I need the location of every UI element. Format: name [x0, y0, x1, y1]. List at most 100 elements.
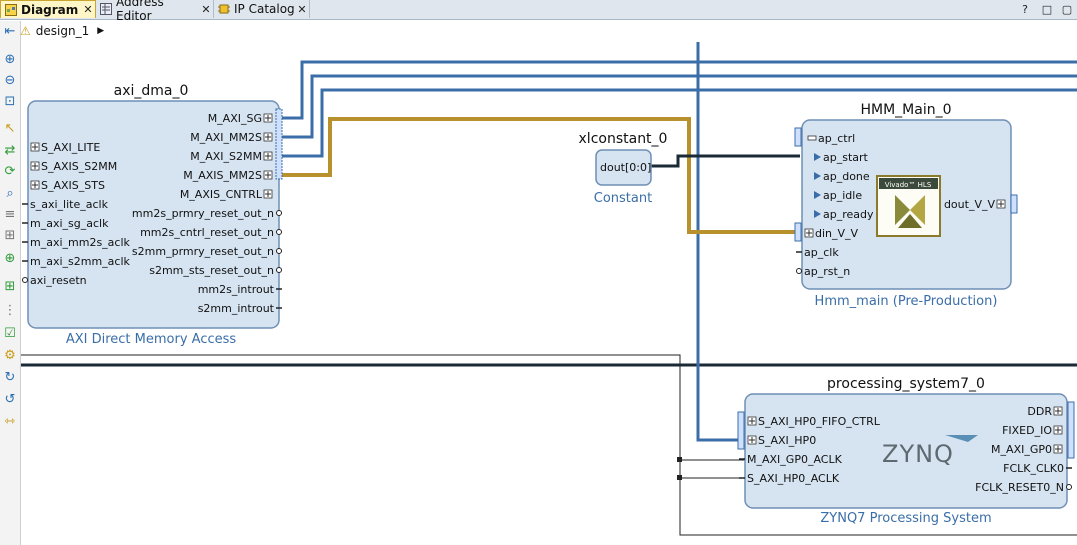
port-m-axi-mm2s[interactable]: M_AXI_MM2S: [190, 131, 273, 144]
vivado-hls-logo: Vivado™ HLS: [876, 175, 941, 237]
port-m-axi-s2mm-aclk[interactable]: m_axi_s2mm_aclk: [22, 255, 131, 268]
port-s-axi-hp0-fifo-ctrl[interactable]: S_AXI_HP0_FIFO_CTRL: [747, 415, 881, 428]
expand-port-icon[interactable]: [263, 132, 273, 142]
expand-port-icon[interactable]: [263, 170, 273, 180]
close-icon[interactable]: ✕: [297, 2, 307, 16]
port-ap-rst-n[interactable]: ap_rst_n: [796, 265, 850, 278]
port-s2mm-introut[interactable]: s2mm_introut: [198, 302, 282, 315]
tab-diagram[interactable]: Diagram ✕: [0, 0, 96, 18]
interface-icon[interactable]: ⇿: [4, 414, 16, 429]
port-s-axi-hp0[interactable]: S_AXI_HP0: [747, 434, 816, 447]
block-processing-system7[interactable]: processing_system7_0 ZYNQ ZYNQ7 Processi…: [737, 376, 1075, 526]
tab-label: IP Catalog: [234, 2, 295, 16]
zoom-in-icon[interactable]: ⊕: [4, 52, 16, 67]
port-ap-idle[interactable]: ap_idle: [814, 189, 862, 202]
help-button[interactable]: ?: [1022, 2, 1028, 16]
port-mm2s-introut[interactable]: mm2s_introut: [198, 283, 282, 296]
port-s-axis-s2mm[interactable]: S_AXIS_S2MM: [30, 160, 117, 173]
port-label: s_axi_lite_aclk: [30, 198, 109, 211]
port-label: mm2s_introut: [198, 283, 275, 296]
expand-port-icon[interactable]: [30, 142, 40, 152]
expand-port-icon[interactable]: [1053, 425, 1063, 435]
expand-port-icon[interactable]: [747, 416, 757, 426]
tab-address-editor[interactable]: Address Editor ✕: [96, 0, 214, 23]
expand-port-icon[interactable]: [1053, 444, 1063, 454]
port-label: ap_clk: [804, 246, 839, 259]
port-label: M_AXI_S2MM: [190, 150, 262, 163]
expand-port-icon[interactable]: [1053, 406, 1063, 416]
port-m-axis-cntrl[interactable]: M_AXIS_CNTRL: [180, 188, 273, 201]
port-fclk-reset0-n[interactable]: FCLK_RESET0_N: [975, 481, 1072, 494]
tab-ip-catalog[interactable]: IP Catalog ✕: [214, 0, 310, 18]
port-icon[interactable]: ⋮: [3, 303, 17, 318]
port-label: S_AXI_HP0: [758, 434, 816, 447]
zoom-fit-icon[interactable]: ⊡: [4, 94, 16, 109]
maximize-button[interactable]: ▢: [1061, 2, 1073, 16]
port-label: FCLK_RESET0_N: [975, 481, 1064, 494]
zoom-out-icon[interactable]: ⊖: [4, 73, 16, 88]
expand-port-icon[interactable]: [804, 228, 814, 238]
port-fclk-clk0[interactable]: FCLK_CLK0: [1003, 462, 1072, 475]
regenerate-layout-icon[interactable]: ⟳: [4, 164, 16, 179]
port-s2mm-sts-reset-out-n[interactable]: s2mm_sts_reset_out_n: [149, 264, 282, 277]
port-mm2s-cntrl-reset-out-n[interactable]: mm2s_cntrl_reset_out_n: [140, 226, 282, 239]
port-axi-resetn[interactable]: axi_resetn: [22, 274, 87, 287]
validate-icon[interactable]: ☑: [4, 326, 16, 341]
block-axi-dma[interactable]: axi_dma_0 AXI Direct Memory Access: [27, 83, 283, 347]
diagram-icon: [5, 3, 17, 16]
port-m-axi-sg-aclk[interactable]: m_axi_sg_aclk: [22, 217, 109, 230]
port-ap-start[interactable]: ap_start: [814, 151, 869, 164]
port-m-axi-sg[interactable]: M_AXI_SG: [208, 112, 273, 125]
port-label: M_AXIS_MM2S: [183, 169, 262, 182]
port-s-axis-sts[interactable]: S_AXIS_STS: [30, 179, 105, 192]
block-hmm-main[interactable]: HMM_Main_0 Vivado™ HLS Hmm_main (Pre-Pro…: [794, 102, 1018, 309]
settings-icon[interactable]: ⚙: [4, 348, 16, 363]
search-icon[interactable]: ⌕: [6, 186, 14, 201]
breadcrumb[interactable]: ⚠ design_1 ▶: [20, 20, 104, 42]
port-m-axi-gp0-aclk[interactable]: M_AXI_GP0_ACLK: [739, 453, 843, 466]
port-ap-done[interactable]: ap_done: [814, 170, 870, 183]
port-m-axi-mm2s-aclk[interactable]: m_axi_mm2s_aclk: [22, 236, 131, 249]
expand-port-icon[interactable]: [263, 151, 273, 161]
port-ap-ready[interactable]: ap_ready: [814, 208, 874, 221]
expand-port-icon[interactable]: [263, 189, 273, 199]
port-din-v-v[interactable]: din_V_V: [804, 227, 859, 240]
auto-connect-icon[interactable]: ⇄: [4, 143, 16, 158]
port-mm2s-prmry-reset-out-n[interactable]: mm2s_prmry_reset_out_n: [132, 207, 282, 220]
pointer-icon[interactable]: ⇤: [4, 24, 16, 39]
port-m-axis-mm2s[interactable]: M_AXIS_MM2S: [183, 169, 273, 182]
port-ap-ctrl[interactable]: ap_ctrl: [807, 132, 855, 145]
expand-port-icon[interactable]: [263, 113, 273, 123]
port-label: S_AXIS_S2MM: [41, 160, 117, 173]
port-ddr[interactable]: DDR: [1027, 405, 1063, 418]
select-icon[interactable]: ↖: [4, 121, 16, 136]
port-m-axi-s2mm[interactable]: M_AXI_S2MM: [190, 150, 273, 163]
expand-port-icon[interactable]: [30, 161, 40, 171]
close-icon[interactable]: ✕: [201, 2, 211, 16]
expand-port-icon[interactable]: [30, 180, 40, 190]
add-ip-icon[interactable]: ⊕: [4, 251, 16, 266]
align-icon[interactable]: ≡: [4, 207, 16, 222]
refresh-icon[interactable]: ↻: [4, 370, 16, 385]
reload-icon[interactable]: ↺: [4, 392, 16, 407]
close-icon[interactable]: ✕: [83, 3, 93, 16]
port-label: FCLK_CLK0: [1003, 462, 1064, 475]
port-s-axi-lite-aclk[interactable]: s_axi_lite_aclk: [22, 198, 109, 211]
port-s-axi-hp0-aclk[interactable]: S_AXI_HP0_ACLK: [739, 472, 840, 485]
port-dout-v-v[interactable]: dout_V_V: [944, 198, 1006, 211]
port-s2mm-prmry-reset-out-n[interactable]: s2mm_prmry_reset_out_n: [132, 245, 282, 258]
port-fixed-io[interactable]: FIXED_IO: [1002, 424, 1063, 437]
port-dout[interactable]: dout[0:0]: [600, 161, 651, 174]
port-ap-clk[interactable]: ap_clk: [796, 246, 839, 259]
add-module-icon[interactable]: ⊞: [4, 279, 16, 294]
design-icon: ⚠: [20, 24, 31, 38]
block-xlconstant[interactable]: xlconstant_0 dout[0:0] Constant: [579, 131, 668, 206]
expand-port-icon[interactable]: [996, 199, 1006, 209]
restore-button[interactable]: □: [1041, 2, 1053, 16]
port-m-axi-gp0[interactable]: M_AXI_GP0: [991, 443, 1063, 456]
svg-text:ZYNQ: ZYNQ: [882, 440, 954, 468]
port-s-axi-lite[interactable]: S_AXI_LITE: [30, 141, 100, 154]
expand-icon[interactable]: ⊞: [4, 228, 16, 243]
expand-port-icon[interactable]: [747, 435, 757, 445]
